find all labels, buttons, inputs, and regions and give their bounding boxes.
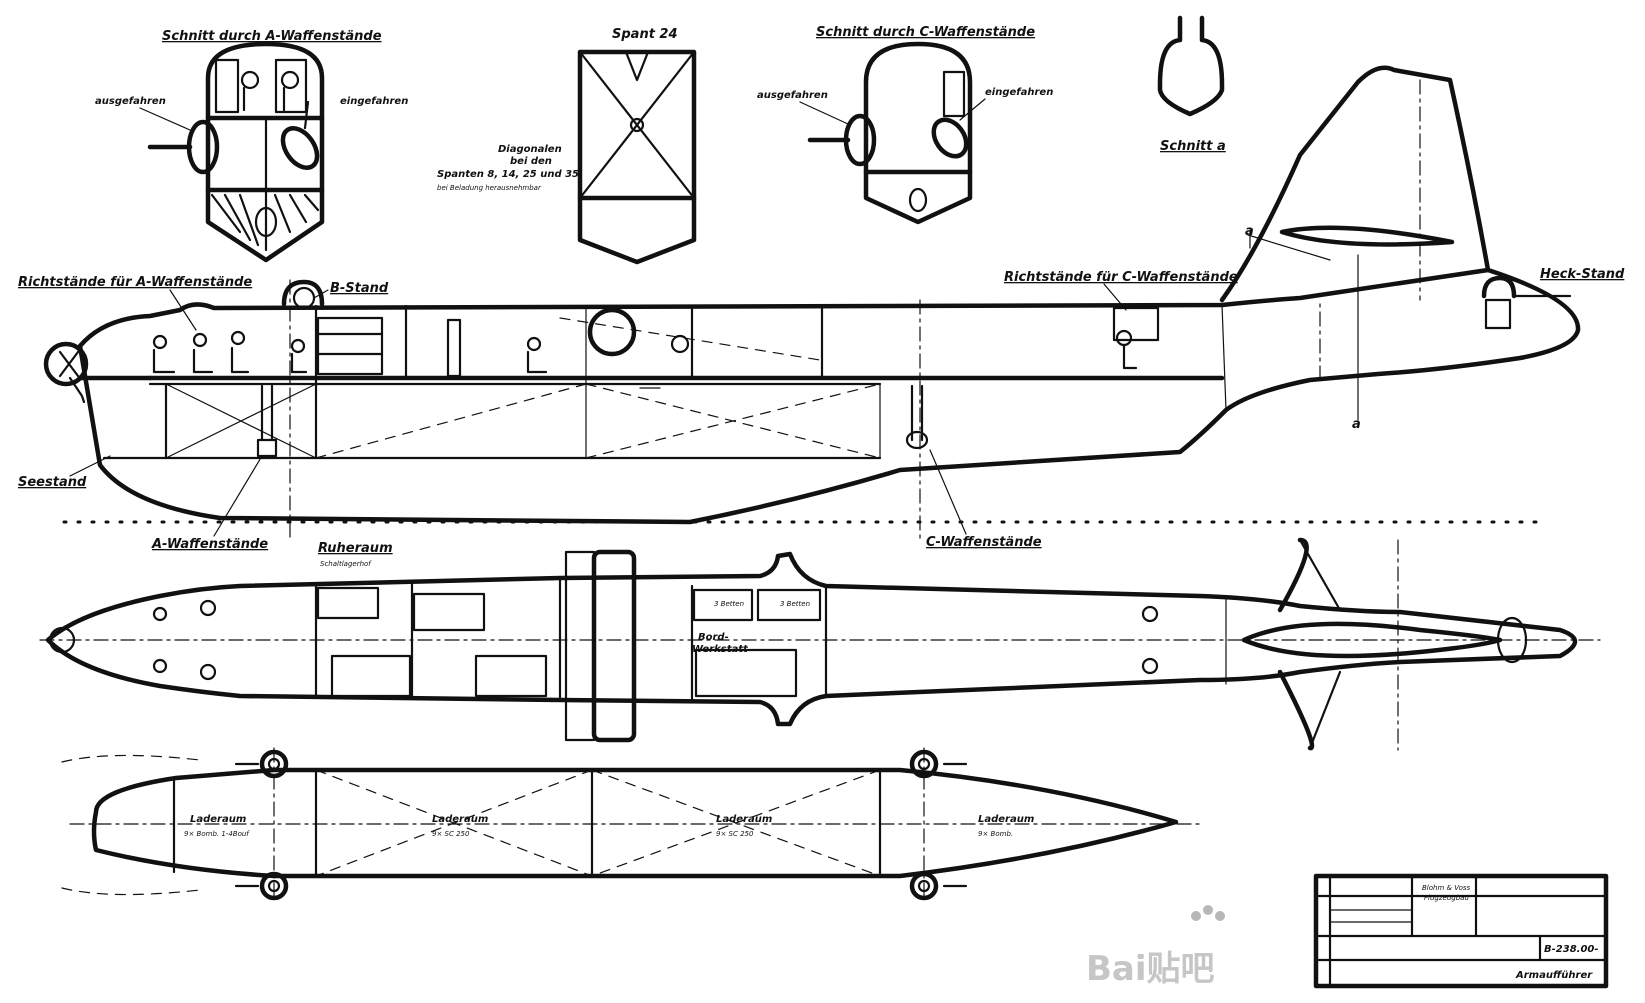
frame-24-section: Spant 24 Diagonalen bei den Spanten 8, 1…	[437, 27, 697, 265]
hold-mid-left-label: Laderaum	[432, 814, 488, 825]
beds-label-1: 3 Betten	[714, 600, 744, 608]
side-profile-view: a a	[18, 65, 1625, 552]
b-stand-label: B-Stand	[330, 281, 389, 296]
rest-room-label: Ruheraum	[318, 541, 393, 556]
tb-title: Armaufführer	[1515, 970, 1593, 981]
section-c-weapons-view: Schnitt durch C-Waffenstände ausgefahren…	[757, 25, 1053, 225]
watermark-text: Bai贴吧	[1086, 949, 1215, 989]
diagonals-line-1: Diagonalen	[498, 144, 562, 155]
plan-view: Ruheraum Schaltlagerhof Bord- Werkstatt …	[39, 537, 1601, 751]
hold-left-sublabel: 9× Bomb. 1-4Bouf	[184, 830, 250, 838]
title-block: Blohm & Voss Flugzeugbau B-238.00- Armau…	[1313, 873, 1609, 989]
section-a-weapons-title: Schnitt durch A-Waffenstände	[162, 29, 382, 44]
hold-right-label: Laderaum	[978, 814, 1034, 825]
hold-mid-left-sublabel: 9× SC 250	[432, 830, 470, 838]
extended-label-left: ausgefahren	[95, 96, 166, 107]
tb-company-1: Blohm & Voss	[1422, 884, 1471, 892]
hold-mid-right-label: Laderaum	[716, 814, 772, 825]
section-a-weapons-view: Schnitt durch A-Waffenstände ausgefahren…	[95, 29, 408, 263]
extended-label-right: ausgefahren	[757, 90, 828, 101]
retracted-label-left: eingefahren	[340, 96, 408, 107]
hull-bottom-view: Laderaum 9× Bomb. 1-4Bouf Laderaum 9× SC…	[61, 747, 1201, 901]
hold-left-label: Laderaum	[190, 814, 246, 825]
marker-a-top: a	[1245, 224, 1254, 239]
diagonals-line-3: Spanten 8, 14, 25 und 35	[437, 169, 579, 180]
tb-number: B-238.00-	[1544, 944, 1599, 955]
section-a-view: Schnitt a	[1157, 15, 1226, 154]
frame-24-title: Spant 24	[612, 27, 678, 42]
hold-right-sublabel: 9× Bomb.	[978, 830, 1013, 838]
tail-stand-label: Heck-Stand	[1540, 267, 1625, 282]
beds-label-2: 3 Betten	[780, 600, 810, 608]
aiming-c-label: Richtstände für C-Waffenstände	[1004, 270, 1238, 285]
section-c-weapons-title: Schnitt durch C-Waffenstände	[816, 25, 1035, 40]
diagonals-line-4: bei Beladung herausnehmbar	[437, 184, 542, 192]
a-weapons-label: A-Waffenstände	[151, 537, 268, 552]
retracted-label-right: eingefahren	[985, 87, 1053, 98]
onboard-workshop-label-1: Bord-	[698, 632, 729, 643]
marker-a-bottom: a	[1352, 417, 1361, 432]
sea-stand-label: Seestand	[18, 475, 87, 490]
onboard-workshop-label-2: Werkstatt	[692, 644, 749, 655]
tb-company-2: Flugzeugbau	[1424, 894, 1469, 902]
section-a-title: Schnitt a	[1160, 139, 1226, 154]
aiming-a-label: Richtstände für A-Waffenstände	[18, 275, 252, 290]
rest-room-sublabel: Schaltlagerhof	[320, 560, 372, 568]
watermark: Bai贴吧	[1086, 905, 1225, 989]
diagonals-line-2: bei den	[510, 156, 552, 167]
hold-mid-right-sublabel: 9× SC 250	[716, 830, 754, 838]
c-weapons-label: C-Waffenstände	[926, 535, 1042, 550]
